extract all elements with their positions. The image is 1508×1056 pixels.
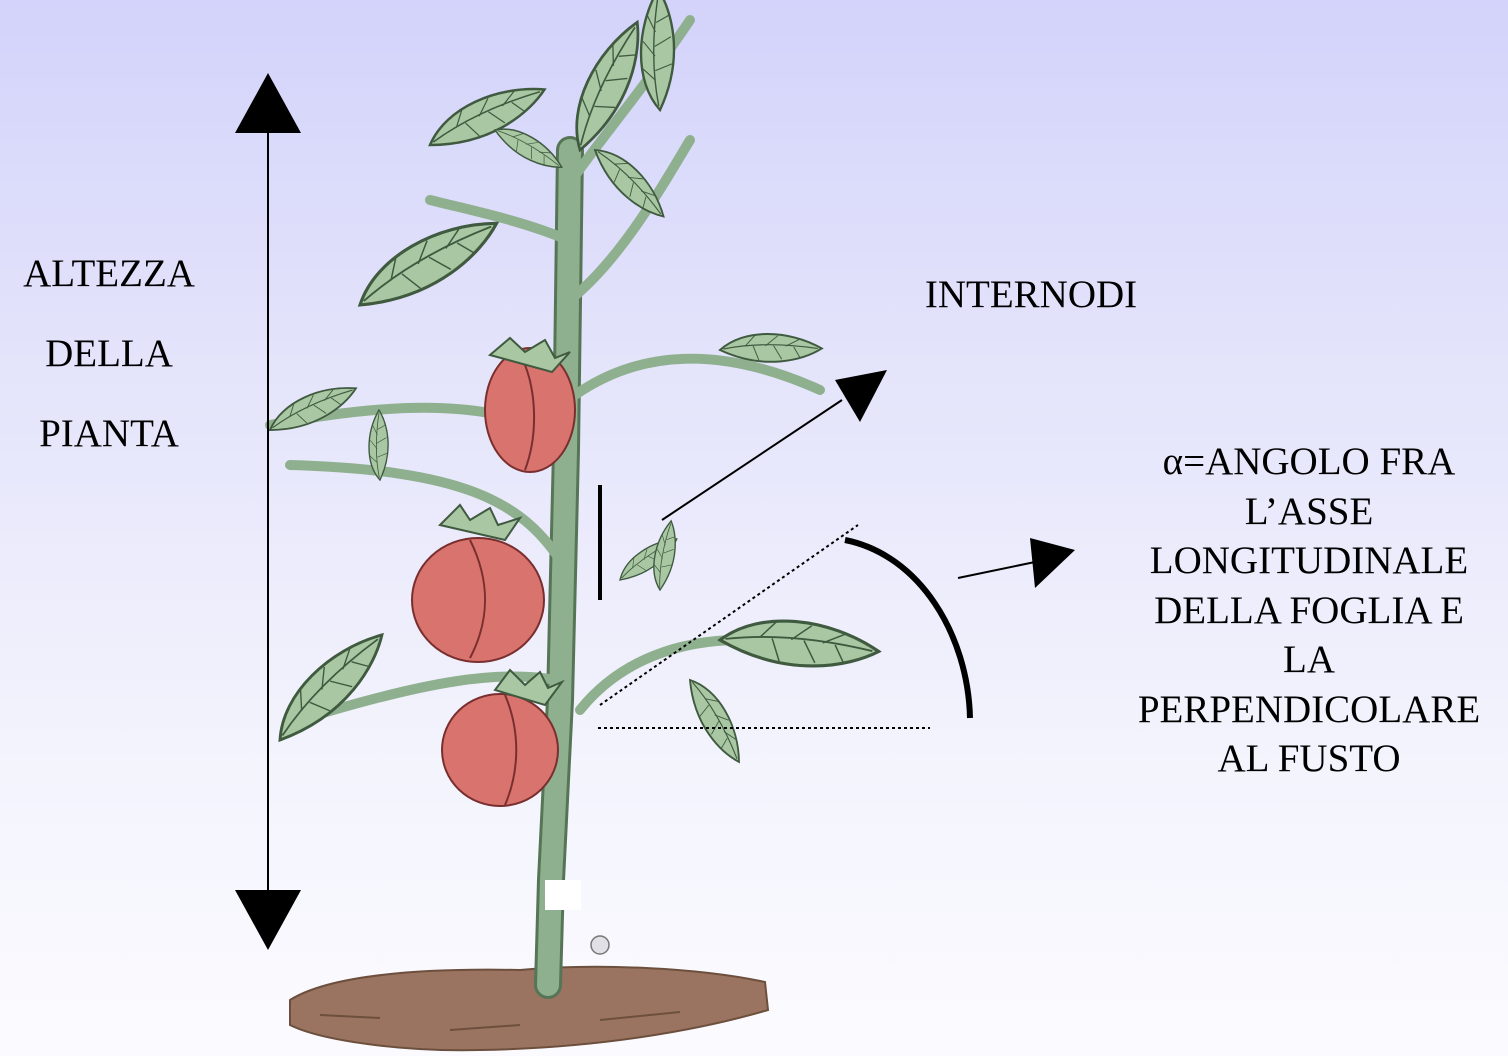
plant-height-label: ALTEZZA DELLA PIANTA: [0, 252, 218, 492]
stem-tag: [545, 880, 581, 910]
height-double-arrow: [235, 73, 301, 950]
plant-height-line-2: DELLA: [0, 332, 218, 376]
leaf-angle-line-2: L’ASSE: [1110, 487, 1508, 537]
leaf-angle-line-4: DELLA FOGLIA E: [1110, 586, 1508, 636]
leaf-angle-line-7: AL FUSTO: [1110, 734, 1508, 784]
internodes-label: INTERNODI: [896, 273, 1166, 317]
plant-height-line-1: ALTEZZA: [0, 252, 218, 296]
leaf-angle-line-3: LONGITUDINALE: [1110, 536, 1508, 586]
leaf-angle-line-1: α=ANGOLO FRA: [1110, 437, 1508, 487]
leaf-angle-label: α=ANGOLO FRA L’ASSE LONGITUDINALE DELLA …: [1110, 437, 1508, 784]
leaf-angle-line-6: PERPENDICOLARE: [1110, 685, 1508, 735]
soil: [290, 967, 768, 1050]
angle-arrow: [958, 538, 1075, 588]
plant-height-line-3: PIANTA: [0, 412, 218, 456]
leaf-angle-line-5: LA: [1110, 635, 1508, 685]
